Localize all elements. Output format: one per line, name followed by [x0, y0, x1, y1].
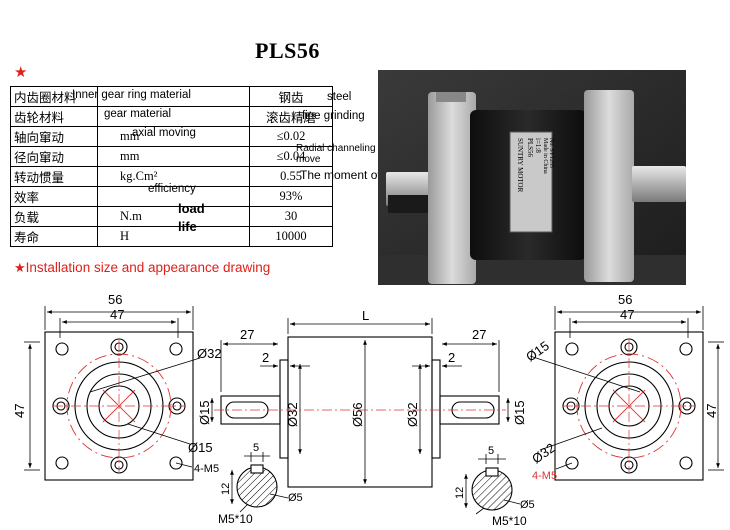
technical-drawing: 56 47 47 Ø32 Ø15 4-M5 L 27 27 [12, 292, 724, 528]
side-dia-15-right: Ø15 [512, 400, 527, 425]
spec-row: 齿轮材料滚齿精磨 [10, 106, 333, 127]
right-dia-15: Ø15 [523, 338, 552, 364]
side-dim-27-right: 27 [472, 327, 486, 342]
en-axial-moving: axial moving [132, 127, 196, 139]
spec-name-cn: 齿轮材料 [10, 106, 98, 127]
right-dim-47-vertical: 47 [704, 404, 719, 418]
side-steel: steel [327, 91, 352, 103]
gearbox-photo-illustration: SUNTRY MOTOR PLS56 i=1:8 Made in China N… [378, 70, 686, 285]
side-dia-32-left: Ø32 [285, 402, 300, 427]
side-dim-L: L [362, 308, 369, 323]
page-title: PLS56 [255, 38, 320, 63]
en-load: load [178, 201, 205, 216]
right-section-thread: M5*10 [492, 514, 527, 528]
right-dia-32: Ø32 [529, 440, 558, 466]
spec-name-cn: 效率 [10, 186, 98, 207]
product-photo: SUNTRY MOTOR PLS56 i=1:8 Made in China N… [378, 70, 686, 285]
spec-value: 93% [249, 186, 333, 207]
left-dim-56: 56 [108, 292, 122, 307]
spec-unit: mm [97, 146, 250, 167]
spec-name-cn: 寿命 [10, 226, 98, 247]
side-view [210, 318, 510, 488]
side-radial-move: Radial channeling move [296, 143, 376, 165]
side-dim-2-right: 2 [448, 350, 455, 365]
spec-unit: H [97, 226, 250, 247]
star-icon: ★ [14, 65, 28, 81]
left-front-view [24, 306, 201, 481]
left-dia-32: Ø32 [197, 346, 222, 361]
photo-label-line-5: No. SY1255 [548, 138, 554, 168]
right-section-dim-5: 5 [488, 445, 494, 457]
side-dia-15-left: Ø15 [197, 400, 212, 425]
left-dim-47-vertical: 47 [12, 404, 27, 418]
left-dim-47: 47 [110, 307, 124, 322]
left-section-dim-5: 5 [253, 442, 259, 454]
left-section-dia-5: Ø5 [288, 492, 303, 504]
photo-label-line-1: SUNTRY MOTOR [516, 138, 524, 193]
spec-name-cn: 轴向窜动 [10, 126, 98, 147]
spec-row: 效率 93% [10, 186, 333, 207]
right-thread-4m5: 4-M5 [532, 470, 557, 482]
spec-name-cn: 负载 [10, 206, 98, 227]
left-thread-4m5: 4-M5 [194, 463, 219, 475]
star-icon: ★ [14, 260, 26, 275]
spec-name-cn: 径向窜动 [10, 146, 98, 167]
shaft-section-left [230, 452, 289, 513]
side-fine-grinding: fine grinding [302, 110, 365, 122]
photo-label-line-3: i=1:8 [534, 138, 542, 153]
shaft-section-right [464, 454, 521, 515]
en-life: life [178, 219, 197, 234]
photo-label-line-2: PLS56 [526, 138, 534, 158]
side-dia-32-right: Ø32 [405, 402, 420, 427]
spec-value: 30 [249, 206, 333, 227]
spec-value: 0.55 [249, 166, 333, 187]
left-section-dim-12: 12 [220, 483, 232, 495]
installation-label: ★Installation size and appearance drawin… [14, 260, 270, 275]
side-dia-56: Ø56 [350, 402, 365, 427]
left-dia-15: Ø15 [188, 440, 213, 455]
left-section-thread: M5*10 [218, 512, 253, 526]
en-gear-material: gear material [104, 108, 172, 120]
spec-unit: N.m [97, 206, 250, 227]
right-front-view [529, 306, 724, 481]
spec-name-cn: 转动惯量 [10, 166, 98, 187]
side-dim-2-left: 2 [262, 350, 269, 365]
right-dim-56: 56 [618, 292, 632, 307]
en-inner-gear-ring: Inner gear ring material [72, 89, 191, 101]
right-section-dia-5: Ø5 [520, 499, 535, 511]
spec-value: 钢齿 [249, 86, 333, 107]
en-efficiency: efficiency [148, 183, 196, 195]
right-section-dim-12: 12 [454, 487, 466, 499]
right-dim-47: 47 [620, 307, 634, 322]
spec-unit: kg.Cm² [97, 166, 250, 187]
spec-value: 10000 [249, 226, 333, 247]
side-dim-27-left: 27 [240, 327, 254, 342]
photo-label-line-4: Made in China [542, 138, 548, 174]
installation-label-text: Installation size and appearance drawing [25, 260, 271, 275]
